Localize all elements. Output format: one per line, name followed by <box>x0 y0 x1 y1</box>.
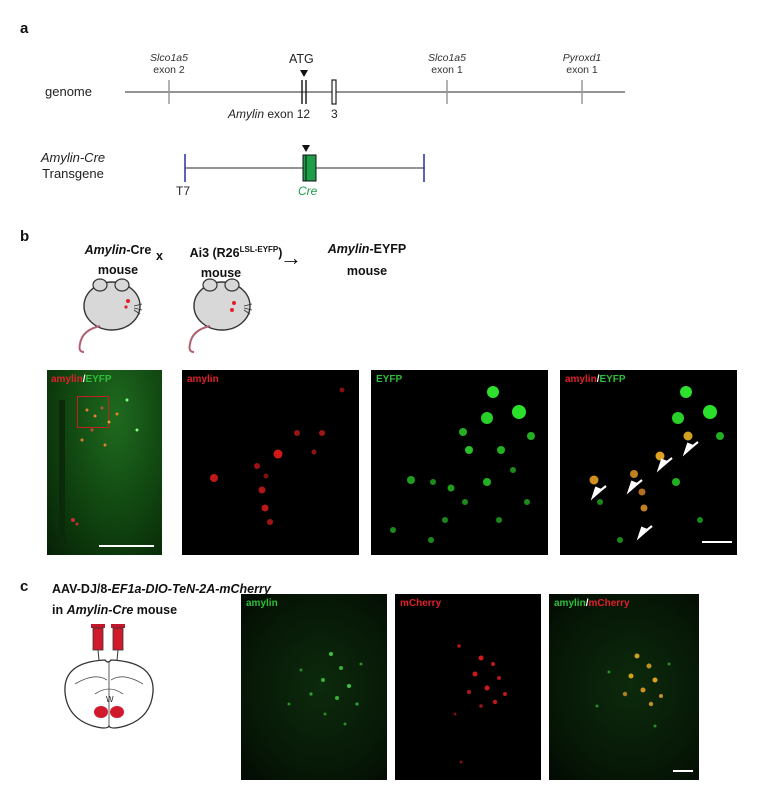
ai3-mouse-label: Ai3 (R26LSL-EYFP) mouse <box>189 245 283 281</box>
eyfp-mouse-label: Amylin-EYFP mouse <box>327 242 407 278</box>
transgene-label: Amylin-Cre Transgene <box>40 150 106 181</box>
pyroxd1-exon1-label: Pyroxd1 exon 1 <box>562 52 602 76</box>
brain-injection-diagram: W <box>64 624 154 729</box>
exon3-label: 3 <box>331 107 338 121</box>
merge-scale-bar <box>702 541 732 543</box>
genome-label: genome <box>45 84 92 99</box>
c-merge-tag: amylin/mCherry <box>554 598 630 609</box>
c-mcherry-micrograph: mCherry <box>395 594 541 780</box>
c-mcherry-tag: mCherry <box>400 598 442 609</box>
vector-label: AAV-DJ/8-EF1a-DIO-TeN-2A-mCherry <box>52 582 271 596</box>
amylin-exon3-box <box>331 79 337 105</box>
merge-micrograph: amylin/EYFP <box>560 370 737 555</box>
cre-mouse-label: Amylin-Cre mouse <box>84 243 152 277</box>
cre-mouse-illustration <box>78 278 143 353</box>
amylin-exon-label: Amylin exon 12 <box>228 107 311 121</box>
eyfp-micrograph: EYFP <box>371 370 548 555</box>
panel-b-label: b <box>20 228 30 245</box>
slco1a5-exon1-label: Slco1a5 exon 1 <box>428 52 466 76</box>
t7-label: T7 <box>176 184 191 198</box>
panel-a-label: a <box>20 20 29 37</box>
merge-arrows <box>590 441 699 541</box>
c-amylin-micrograph: amylin <box>241 594 387 780</box>
brain-w-label: W <box>106 695 114 704</box>
injection-host-label: in Amylin-Cre mouse <box>52 603 178 617</box>
cre-box <box>302 154 317 182</box>
overview-micrograph: amylin/EYFP <box>47 370 162 555</box>
panel-a-diagram <box>125 70 625 182</box>
cross-symbol: x <box>156 249 163 263</box>
amylin-micrograph: amylin <box>182 370 359 555</box>
cross-arrow: → <box>280 245 302 270</box>
c-amylin-tag: amylin <box>246 598 278 609</box>
zoom-region-box <box>77 396 109 428</box>
slco1a5-exon2-label: Slco1a5 exon 2 <box>150 52 188 76</box>
c-merge-micrograph: amylin/mCherry <box>549 594 699 780</box>
scale-bar <box>99 545 154 547</box>
c-merge-scale-bar <box>673 770 693 772</box>
atg-label: ATG <box>289 52 314 66</box>
panel-c-label: c <box>20 578 29 595</box>
cre-label: Cre <box>298 184 318 198</box>
transgene-arrowhead <box>302 145 310 152</box>
overview-tag: amylin/EYFP <box>51 374 112 385</box>
ai3-mouse-illustration <box>188 278 253 353</box>
eyfp-tag: EYFP <box>376 374 403 385</box>
merge-tag: amylin/EYFP <box>565 374 626 385</box>
amylin-tag: amylin <box>187 374 219 385</box>
atg-arrowhead <box>300 70 308 77</box>
